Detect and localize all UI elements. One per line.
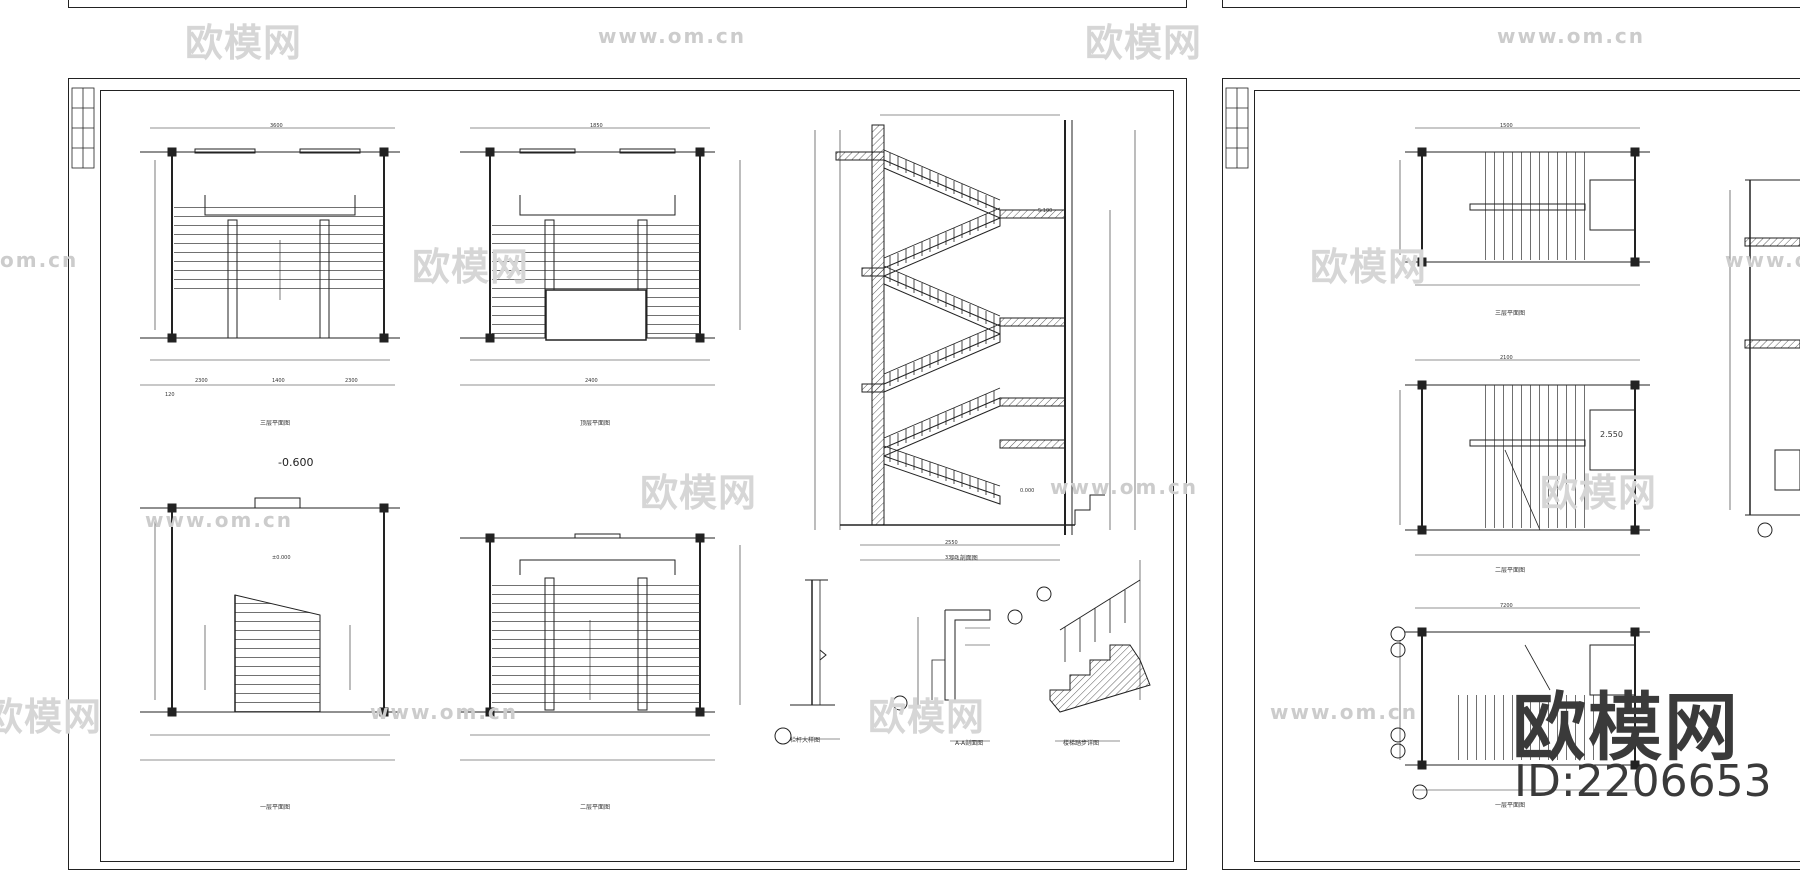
watermark-url: www.om.cn bbox=[1050, 475, 1199, 499]
watermark-logo: 欧模网 bbox=[1310, 245, 1428, 289]
dimension-label: 2300 bbox=[195, 378, 208, 384]
section-1-1 bbox=[814, 114, 1136, 561]
watermark-logo: 欧模网 bbox=[1540, 471, 1658, 515]
dimension-label: 1400 bbox=[272, 378, 285, 384]
dimension-label: 3600 bbox=[270, 123, 283, 129]
watermark-url: om.cn bbox=[0, 248, 79, 272]
plan-first-floor bbox=[140, 497, 400, 761]
dimension-label: 1500 bbox=[1500, 123, 1513, 129]
brand-id: ID:2206653 bbox=[1514, 756, 1772, 807]
watermark-url: www.om.cn bbox=[1497, 24, 1646, 48]
brand-name: 欧模网 bbox=[1512, 685, 1740, 771]
dimension-label: 1850 bbox=[590, 123, 603, 129]
watermark-logo: 欧模网 bbox=[640, 471, 758, 515]
elevation-label: 2.550 bbox=[1600, 430, 1623, 439]
dimension-label: 2400 bbox=[585, 378, 598, 384]
watermark-logo: 欧模网 bbox=[1085, 21, 1203, 65]
elevation-label: 5.100 bbox=[1038, 208, 1053, 214]
detail-stair-tread bbox=[1036, 560, 1151, 742]
right-section-partial bbox=[1729, 179, 1800, 538]
watermark-url: www.om.cn bbox=[598, 24, 747, 48]
detail-title: A-A剖面图 bbox=[955, 740, 984, 747]
detail-railing bbox=[774, 579, 840, 745]
right-plan-title: 二层平面图 bbox=[1495, 567, 1526, 574]
watermark-url: www.om.cn bbox=[1725, 248, 1800, 272]
plan-title: 一层平面图 bbox=[260, 804, 291, 811]
watermark-logo: 欧模网 bbox=[185, 21, 303, 65]
plan-third-floor bbox=[140, 127, 400, 386]
elevation-label: -0.600 bbox=[278, 456, 314, 469]
right-plan-title: 三层平面图 bbox=[1495, 310, 1526, 317]
detail-title: 楼梯踏步详图 bbox=[1063, 740, 1100, 747]
section-title: 1-1剖面图 bbox=[950, 555, 978, 562]
dimension-label: 2100 bbox=[1500, 355, 1513, 361]
plan-second-floor bbox=[460, 533, 741, 761]
right-plan-third bbox=[1399, 127, 1650, 286]
dimension-label: 120 bbox=[165, 392, 175, 398]
elevation-label: 0.000 bbox=[1020, 488, 1035, 494]
detail-section-a-a bbox=[892, 609, 1023, 742]
dimension-label: 2550 bbox=[945, 540, 958, 546]
right-plan-title: 一层平面图 bbox=[1495, 802, 1526, 809]
watermark-logo: 欧模网 bbox=[868, 695, 986, 739]
watermark-url: www.om.cn bbox=[145, 508, 294, 532]
watermark-logo: 欧模网 bbox=[0, 695, 103, 739]
watermark-logo: 欧模网 bbox=[412, 245, 530, 289]
drawing-sheet-right-top bbox=[1222, 0, 1800, 8]
elevation-label: ±0.000 bbox=[272, 555, 291, 561]
dimension-label: 2300 bbox=[345, 378, 358, 384]
plan-title: 顶层平面图 bbox=[580, 420, 611, 427]
watermark-url: www.om.cn bbox=[1270, 700, 1419, 724]
plan-title: 三层平面图 bbox=[260, 420, 291, 427]
plan-title: 二层平面图 bbox=[580, 804, 611, 811]
title-block-right bbox=[1225, 87, 1249, 169]
right-plan-first bbox=[1390, 607, 1650, 800]
watermark-url: www.om.cn bbox=[370, 700, 519, 724]
detail-title: 栏杆大样图 bbox=[790, 737, 821, 744]
dimension-label: 7200 bbox=[1500, 603, 1513, 609]
plan-top-floor bbox=[460, 127, 741, 386]
drawing-sheet-left-top bbox=[68, 0, 1187, 8]
dimension-label: 3300 bbox=[945, 555, 958, 561]
title-block-left bbox=[71, 87, 95, 169]
right-plan-second bbox=[1399, 359, 1650, 556]
